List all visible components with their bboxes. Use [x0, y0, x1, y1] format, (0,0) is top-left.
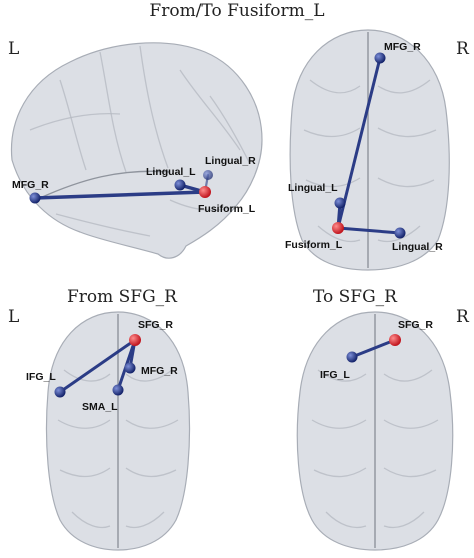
- label-fusiform-l-axial: Fusiform_L: [285, 239, 343, 251]
- panel-title-to-sfg: To SFG_R: [313, 287, 398, 307]
- label-lingual-l-lateral: Lingual_L: [146, 166, 196, 178]
- left-hemisphere-marker-bottom: L: [8, 307, 19, 327]
- node-ifg-l-from: [54, 386, 66, 398]
- lateral-network: [29, 170, 213, 204]
- node-fusiform-l-axial: [332, 222, 344, 234]
- panel-title-from-sfg: From SFG_R: [67, 287, 178, 307]
- label-sma-l-from: SMA_L: [82, 401, 118, 413]
- node-sfg-r-from: [129, 334, 141, 346]
- node-lingual-l-axial: [334, 197, 346, 209]
- node-lingual-r-axial: [394, 227, 406, 239]
- label-mfg-r-from: MFG_R: [141, 365, 178, 377]
- network-from-sfg: [54, 334, 141, 398]
- axial-network-top: [332, 52, 406, 239]
- label-lingual-l-axial: Lingual_L: [288, 182, 338, 194]
- node-lingual-l-lateral: [174, 179, 186, 191]
- node-mfg-r-axial: [374, 52, 386, 64]
- edge-mfg-fusiform-axial: [336, 56, 382, 230]
- right-hemisphere-marker: R: [456, 39, 470, 59]
- node-lingual-r-lateral: [203, 170, 213, 180]
- node-mfg-r-from: [124, 362, 136, 374]
- axial-brain-top: [289, 29, 450, 271]
- label-ifg-l-to: IFG_L: [320, 369, 350, 381]
- network-to-sfg: [346, 334, 401, 363]
- axial-brain-from-sfg: [45, 311, 191, 551]
- edge-ifg-sfg-to: [350, 338, 397, 359]
- label-sfg-r-from: SFG_R: [138, 319, 173, 331]
- label-lingual-r-axial: Lingual_R: [392, 241, 443, 253]
- node-sfg-r-to: [389, 334, 401, 346]
- edge-fusiform-lingual-r-axial: [336, 226, 402, 235]
- edge-sfg-ifg-from: [58, 338, 137, 394]
- panel-title-top: From/To Fusiform_L: [149, 1, 324, 21]
- label-mfg-r-axial: MFG_R: [384, 41, 421, 53]
- node-ifg-l-to: [346, 351, 358, 363]
- axial-brain-to-sfg: [296, 311, 454, 551]
- lateral-brain: [10, 42, 263, 259]
- label-ifg-l-from: IFG_L: [26, 371, 56, 383]
- node-mfg-r-lateral: [29, 192, 41, 204]
- edge-mfg-fusiform-lateral: [33, 190, 207, 200]
- node-fusiform-l-lateral: [199, 186, 211, 198]
- right-hemisphere-marker-bottom: R: [456, 307, 470, 327]
- left-hemisphere-marker: L: [8, 39, 19, 59]
- label-mfg-r-lateral: MFG_R: [12, 179, 49, 191]
- label-lingual-r-lateral: Lingual_R: [205, 155, 256, 167]
- label-fusiform-l-lateral: Fusiform_L: [198, 203, 256, 215]
- node-sma-l-from: [112, 384, 124, 396]
- label-sfg-r-to: SFG_R: [398, 319, 433, 331]
